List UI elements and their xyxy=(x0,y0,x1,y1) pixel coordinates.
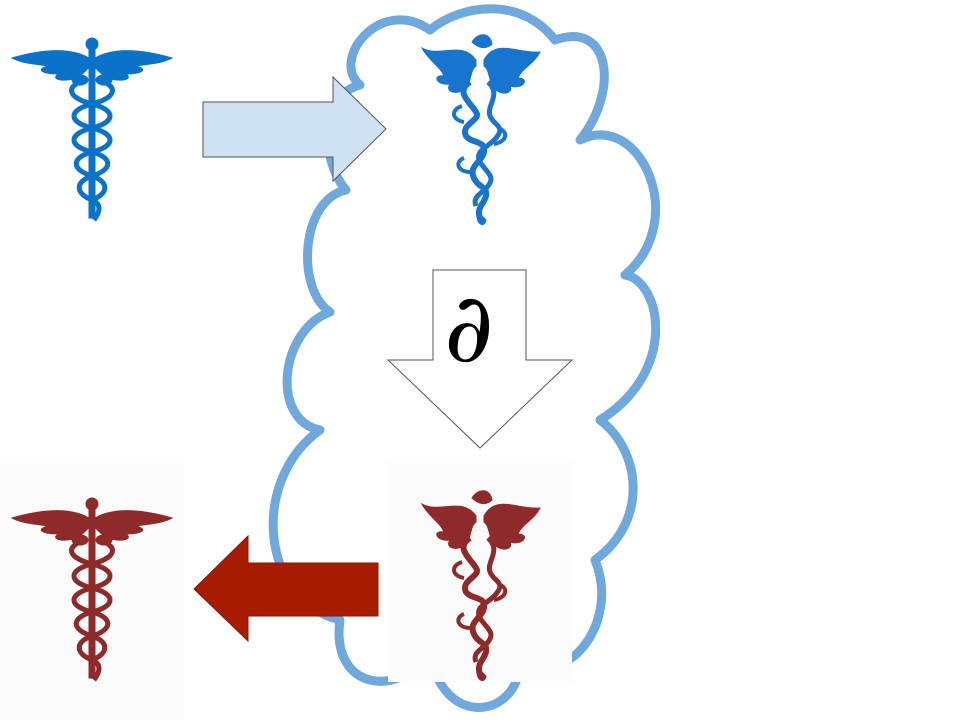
partial-derivative-symbol: ∂ xyxy=(444,272,494,384)
caduceus-icon xyxy=(12,38,172,220)
arrow-down xyxy=(386,269,574,449)
arrow-left xyxy=(193,534,379,643)
arrow-right xyxy=(202,75,387,183)
thought-cloud xyxy=(268,4,661,712)
caduceus-distorted-icon xyxy=(422,35,540,225)
